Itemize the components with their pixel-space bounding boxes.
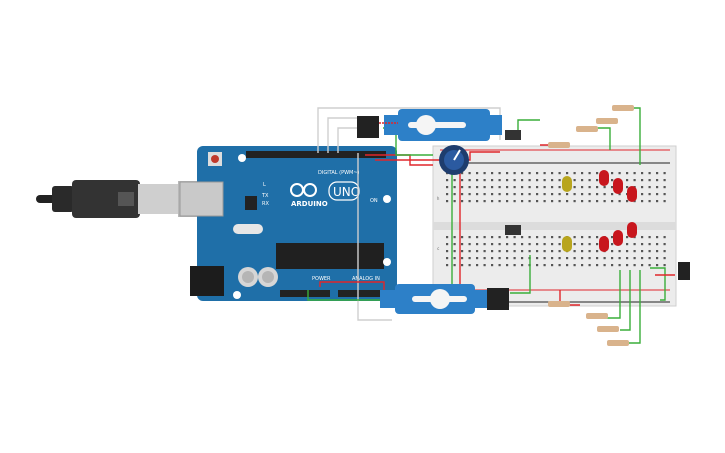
servo-bottom-connector[interactable] — [487, 288, 509, 310]
analog-label: ANALOG IN — [352, 276, 380, 282]
led-red-6 — [627, 222, 637, 238]
led-red-1 — [599, 170, 609, 186]
brand-label: ARDUINO — [291, 200, 328, 208]
potentiometer[interactable] — [439, 145, 469, 175]
led-yellow-top — [562, 176, 572, 192]
l-label: L — [263, 182, 266, 188]
on-label: ON — [370, 198, 378, 204]
slide-switch-right[interactable] — [678, 262, 690, 280]
power-header[interactable] — [280, 290, 330, 297]
breadboard[interactable]: h c — [432, 145, 677, 307]
led-red-2 — [613, 178, 623, 194]
arduino-board[interactable]: ARDUINO UNO DIGITAL (PWM~) POWER ANALOG … — [179, 146, 397, 301]
digital-header[interactable] — [246, 151, 386, 158]
leds[interactable] — [562, 170, 637, 252]
arduino-logo — [290, 183, 317, 197]
row-label-c: c — [437, 246, 440, 251]
slide-switch-top[interactable] — [505, 130, 521, 140]
servo-top-connector[interactable] — [357, 116, 379, 138]
servo-bottom[interactable] — [380, 284, 509, 314]
led-red-3 — [627, 186, 637, 202]
analog-header[interactable] — [338, 290, 386, 297]
atmega-chip — [276, 243, 384, 269]
led-yellow-bottom — [562, 236, 572, 252]
servo-top[interactable] — [357, 109, 502, 141]
rx-label: RX — [262, 201, 269, 207]
led-red-5 — [613, 230, 623, 246]
resistors[interactable] — [548, 105, 634, 346]
power-label: POWER — [312, 276, 331, 282]
slide-switch-bottom[interactable] — [505, 225, 521, 235]
row-label-h: h — [437, 196, 440, 201]
digital-label: DIGITAL (PWM~) — [318, 170, 360, 176]
led-red-4 — [599, 236, 609, 252]
model-label: UNO — [333, 185, 360, 199]
tx-label: TX — [261, 193, 269, 199]
usb-cable[interactable] — [36, 180, 204, 218]
